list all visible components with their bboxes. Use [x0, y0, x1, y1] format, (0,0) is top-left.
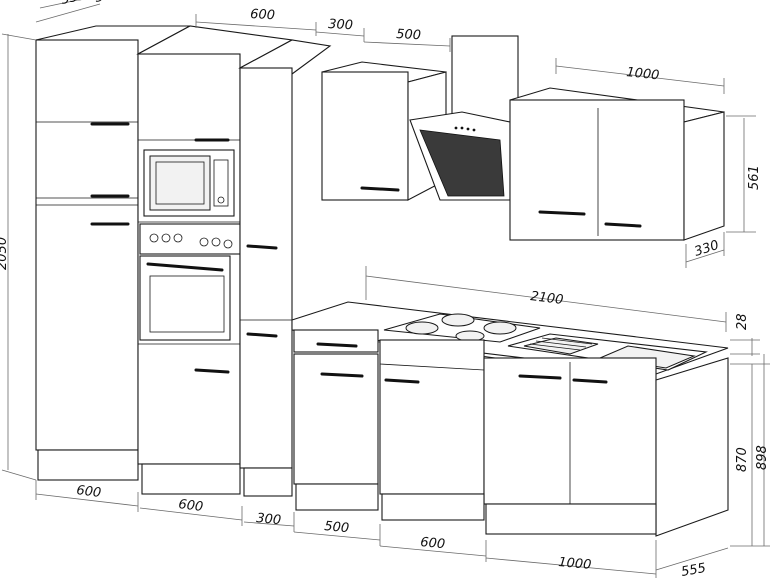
- dim-wall-330: 330: [693, 238, 721, 260]
- dim-top-500: 500: [396, 27, 422, 43]
- handle: [246, 332, 278, 338]
- dim-bottom-1000: 1000: [558, 555, 592, 573]
- dim-bottom-500: 500: [324, 519, 350, 536]
- handle: [384, 378, 420, 384]
- dim-top-left-a: 555: [60, 0, 87, 8]
- dim-worktop-28: 28: [735, 313, 750, 330]
- oven: [139, 223, 241, 341]
- tall-cabinet-3: [238, 39, 332, 497]
- handle: [604, 222, 642, 228]
- dim-bottom-600-a: 600: [76, 483, 102, 501]
- handle: [572, 378, 608, 384]
- extractor-hood: [409, 35, 519, 201]
- oven-handle: [146, 262, 224, 272]
- dim-top-left-b: 30: [94, 0, 113, 6]
- dim-height-2050: 2050: [0, 237, 10, 270]
- dim-wall-561: 561: [747, 165, 762, 190]
- handle: [316, 342, 358, 348]
- handle: [538, 210, 586, 216]
- microwave: [143, 149, 235, 217]
- handle: [518, 374, 562, 380]
- dim-bottom-600-c: 600: [420, 535, 446, 552]
- dim-top-600: 600: [250, 7, 276, 23]
- handle: [194, 368, 230, 374]
- wall-cabinet-1000: [509, 87, 725, 241]
- dim-wall-1000: 1000: [626, 65, 660, 83]
- dim-base-870: 870: [735, 447, 750, 472]
- dim-bottom-600-b: 600: [178, 497, 204, 515]
- dim-base-898: 898: [755, 445, 770, 470]
- handle: [360, 186, 400, 192]
- dim-depth-555: 555: [680, 561, 707, 578]
- tall-cabinet-1: [35, 25, 191, 481]
- handle: [246, 244, 278, 250]
- hob: [383, 313, 541, 343]
- base-cabinets: [293, 329, 729, 537]
- handle: [320, 372, 364, 378]
- dim-top-300: 300: [328, 17, 354, 33]
- dim-worktop-2100: 2100: [530, 289, 565, 308]
- dim-bottom-300: 300: [256, 511, 282, 528]
